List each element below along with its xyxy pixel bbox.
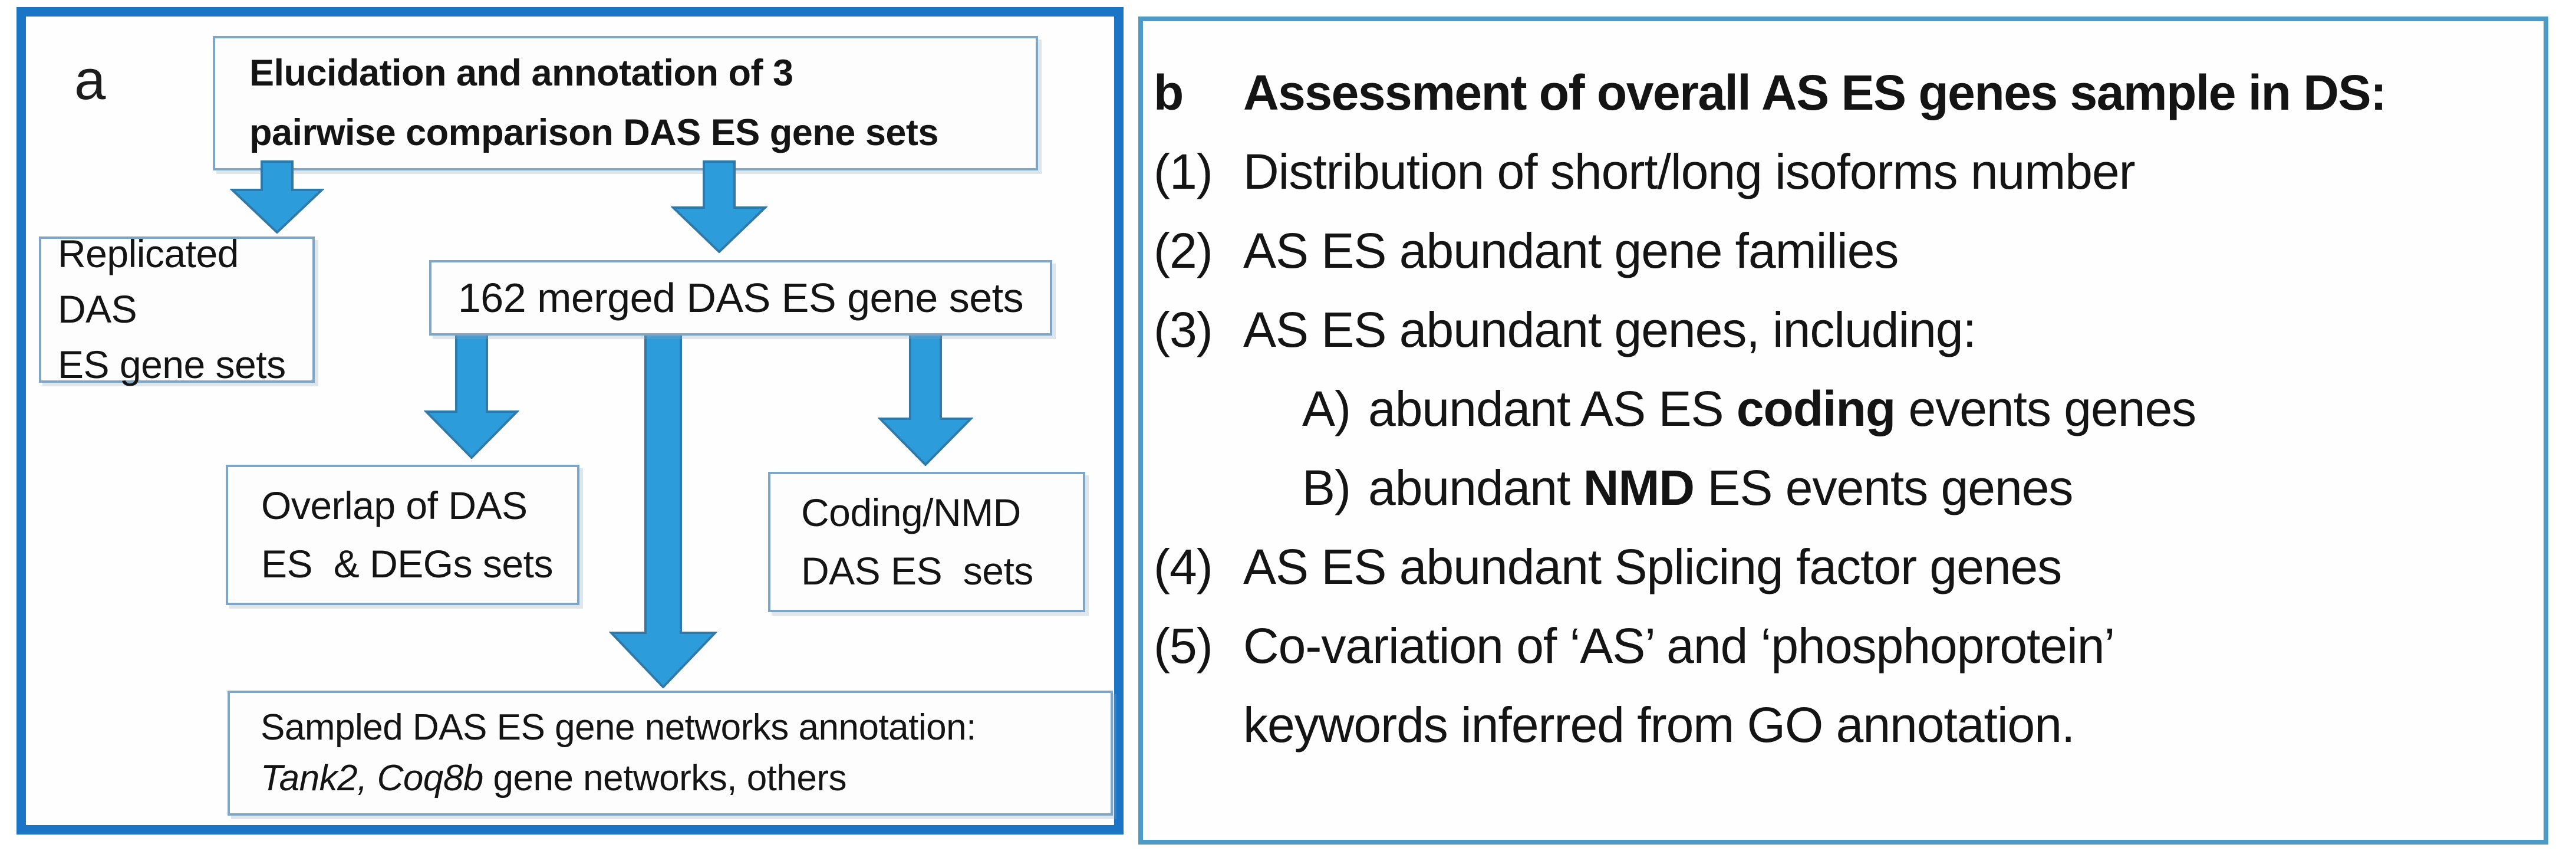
- flow-box-replicated-line2: ES gene sets: [58, 342, 286, 386]
- flow-box-coding-line2: DAS ES sets: [801, 549, 1033, 593]
- list-item: (1) Distribution of short/long isoforms …: [1154, 132, 2534, 211]
- flow-box-sampled-networks: Sampled DAS ES gene networks annotation:…: [228, 691, 1113, 816]
- flow-box-replicated: Replicated DAS ES gene sets: [39, 232, 315, 386]
- list-item-text: AS ES abundant Splicing factor genes: [1243, 538, 2062, 594]
- flow-box-overlap: Overlap of DAS ES & DEGs sets: [226, 465, 579, 605]
- flow-box-elucidation: Elucidation and annotation of 3 pairwise…: [213, 36, 1038, 170]
- flow-box-merged-text: 162 merged DAS ES gene sets: [457, 275, 1024, 321]
- flow-box-merged: 162 merged DAS ES gene sets: [429, 260, 1052, 336]
- list-item-number: (4): [1154, 538, 1213, 594]
- flow-box-overlap-line1: Overlap of DAS: [261, 484, 528, 527]
- list-item-number: A): [1302, 380, 1351, 436]
- list-item-text: keywords inferred from GO annotation.: [1243, 697, 2075, 753]
- flow-box-overlap-line2: ES & DEGs sets: [261, 542, 553, 586]
- flow-box-sampled-line2-rest: gene networks, others: [483, 758, 847, 799]
- arrow-down-icon: [878, 327, 973, 466]
- flow-box-elucidation-line1: Elucidation and annotation of 3: [249, 52, 793, 94]
- list-item-number: (1): [1154, 143, 1213, 199]
- list-item-number: (2): [1154, 222, 1213, 278]
- list-item: (5) Co-variation of ‘AS’ and ‘phosphopro…: [1154, 606, 2534, 685]
- flow-box-coding-line1: Coding/NMD: [801, 491, 1021, 534]
- list-item-text: abundant NMD ES events genes: [1368, 459, 2073, 515]
- list-subitem: A) abundant AS ES coding events genes: [1154, 369, 2534, 448]
- flow-box-coding-nmd: Coding/NMD DAS ES sets: [768, 472, 1085, 612]
- list-item-text: abundant AS ES coding events genes: [1368, 380, 2196, 436]
- list-item-continuation: keywords inferred from GO annotation.: [1154, 685, 2534, 764]
- list-item-text: Distribution of short/long isoforms numb…: [1243, 143, 2136, 199]
- flow-box-replicated-line1: Replicated DAS: [58, 232, 249, 331]
- list-item-text: AS ES abundant gene families: [1243, 222, 1899, 278]
- flow-box-elucidation-line2: pairwise comparison DAS ES gene sets: [249, 112, 938, 153]
- arrow-down-icon: [230, 160, 324, 234]
- flow-box-sampled-line1: Sampled DAS ES gene networks annotation:: [261, 707, 976, 748]
- list-item: (2) AS ES abundant gene families: [1154, 211, 2534, 290]
- list-item-text: AS ES abundant genes, including:: [1243, 301, 1977, 357]
- panel-b-content: b Assessment of overall AS ES genes samp…: [1143, 21, 2544, 840]
- panel-a-flowchart: a Elucidation and annotation of 3 pairwi…: [17, 7, 1124, 835]
- list-subitem: B) abundant NMD ES events genes: [1154, 448, 2534, 527]
- arrow-down-icon: [671, 160, 767, 253]
- panel-b-heading-row: b Assessment of overall AS ES genes samp…: [1154, 53, 2534, 132]
- panel-b-label: b: [1154, 64, 1184, 120]
- arrow-down-icon: [424, 327, 519, 459]
- list-item-number: B): [1302, 459, 1351, 515]
- list-item-text: Co-variation of ‘AS’ and ‘phosphoprotein…: [1243, 617, 2115, 674]
- list-item-number: (5): [1154, 617, 1213, 674]
- list-item-number: (3): [1154, 301, 1213, 357]
- list-item: (4) AS ES abundant Splicing factor genes: [1154, 527, 2534, 606]
- gene-names-italic: Tank2, Coq8b: [261, 758, 483, 799]
- list-item: (3) AS ES abundant genes, including:: [1154, 290, 2534, 369]
- panel-a-label: a: [74, 48, 106, 111]
- flow-box-sampled-line2: Tank2, Coq8b gene networks, others: [261, 753, 1111, 804]
- panel-b-heading: Assessment of overall AS ES genes sample…: [1243, 64, 2387, 120]
- panel-b-assessment-list: b Assessment of overall AS ES genes samp…: [1138, 17, 2548, 845]
- arrow-down-icon: [609, 327, 717, 688]
